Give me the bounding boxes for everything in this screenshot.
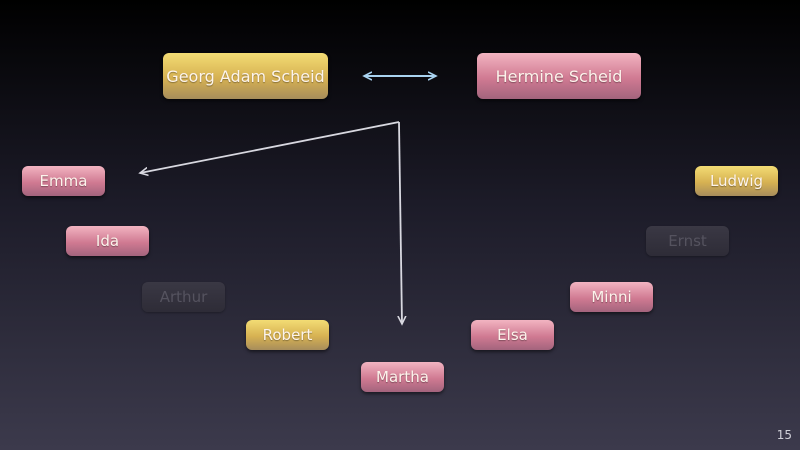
- node-label: Elsa: [497, 326, 528, 344]
- node-label: Ida: [95, 232, 120, 250]
- child-arrow-to-emma: [140, 121, 400, 173]
- page-number: 15: [776, 428, 792, 442]
- node-label: Minni: [591, 288, 632, 306]
- node-label: Georg Adam Scheid: [166, 66, 325, 86]
- node-robert: Robert: [246, 320, 329, 350]
- node-label: Emma: [39, 172, 88, 190]
- node-elsa: Elsa: [471, 320, 554, 350]
- node-label: Arthur: [159, 288, 208, 306]
- node-label: Ludwig: [709, 172, 764, 190]
- node-ida: Ida: [66, 226, 149, 256]
- node-minni: Minni: [570, 282, 653, 312]
- node-label: Martha: [376, 368, 429, 386]
- node-ernst: Ernst: [646, 226, 729, 256]
- node-label: Ernst: [668, 232, 707, 250]
- node-label: Hermine Scheid: [495, 66, 623, 86]
- node-label: Robert: [262, 326, 313, 344]
- node-hermine-scheid: Hermine Scheid: [477, 53, 641, 99]
- node-ludwig: Ludwig: [695, 166, 778, 196]
- node-emma: Emma: [22, 166, 105, 196]
- node-georg-adam-scheid: Georg Adam Scheid: [163, 53, 328, 99]
- node-arthur: Arthur: [142, 282, 225, 312]
- node-martha: Martha: [361, 362, 444, 392]
- child-arrow-to-martha: [399, 121, 402, 324]
